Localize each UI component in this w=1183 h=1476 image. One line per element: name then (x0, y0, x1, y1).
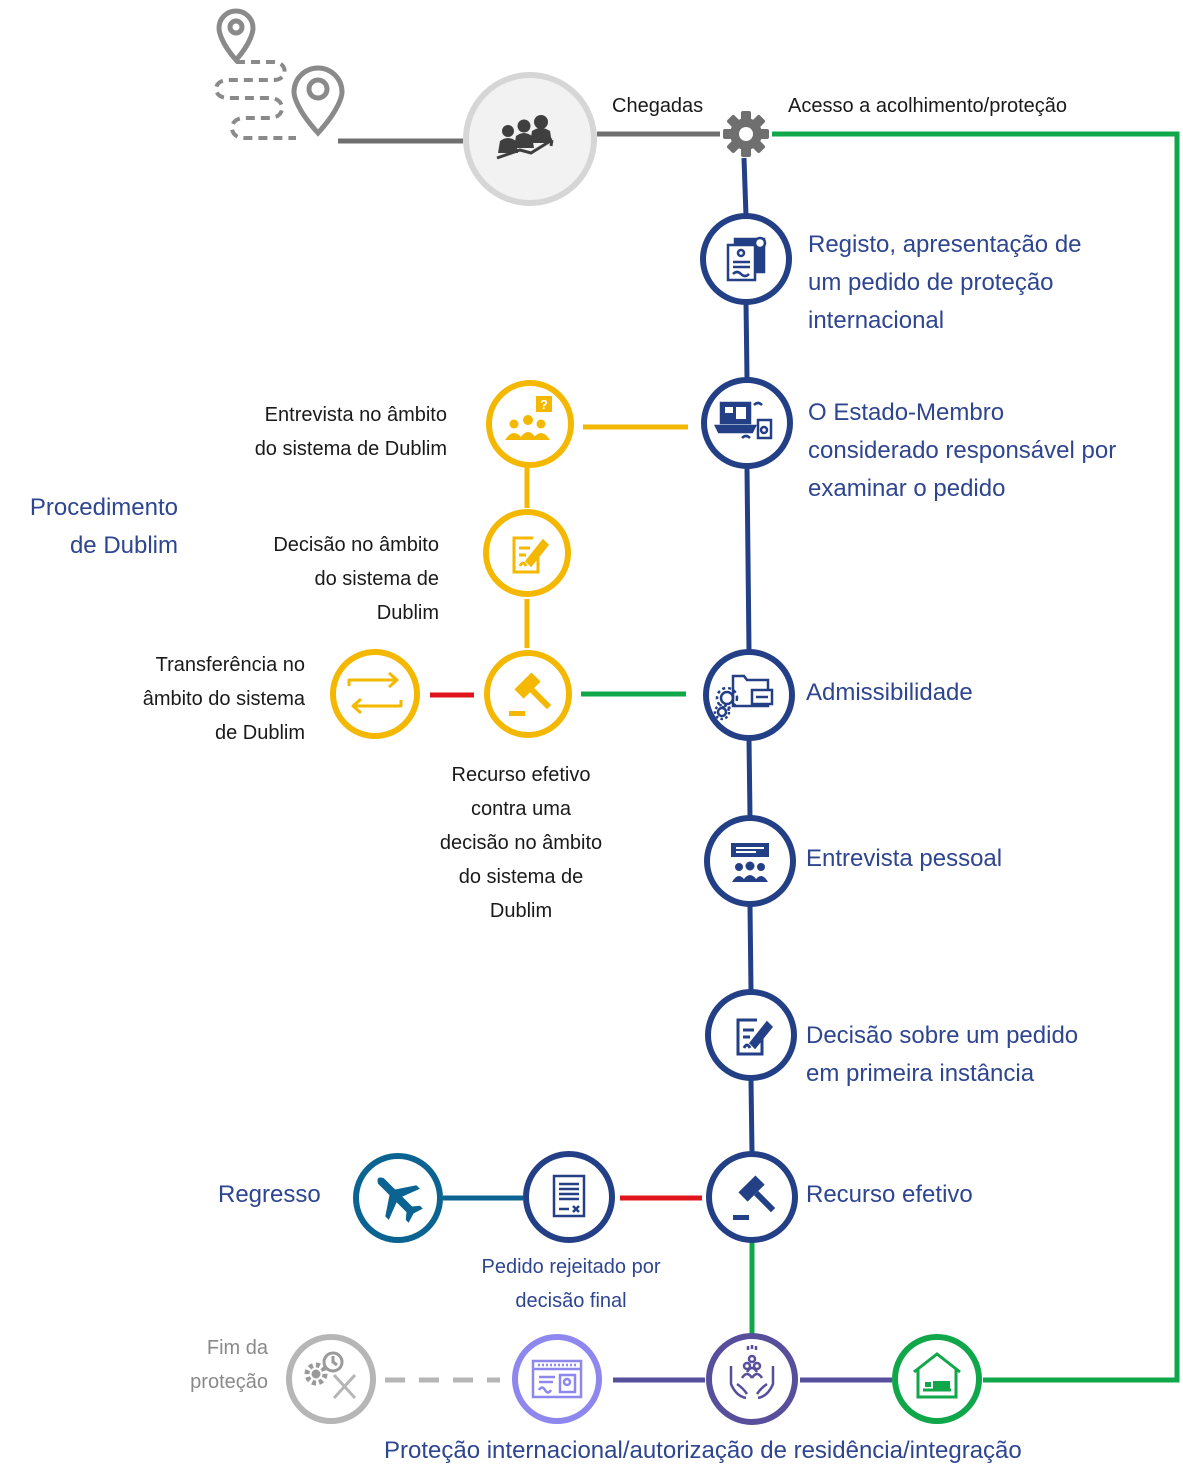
dublin-appeal-node (484, 650, 572, 738)
map-pin-icon (216, 8, 256, 64)
admissibility-label: Admissibilidade (806, 679, 973, 706)
appeal-node (706, 1151, 798, 1243)
hands-people-icon (729, 1345, 775, 1400)
dublin-appeal-label: Recurso efetivo contra uma decisão no âm… (439, 764, 603, 922)
rejected-document-icon (552, 1174, 586, 1218)
gavel-icon (733, 1175, 776, 1220)
end-protection-icon (304, 1351, 357, 1400)
house-bed-icon (913, 1352, 961, 1399)
calendar-id-icon (531, 1359, 583, 1399)
map-pin-icon (291, 65, 345, 137)
transfer-arrows-icon (347, 671, 403, 715)
appeal-label: Recurso efetivo (806, 1181, 973, 1208)
dashed-route-icon (214, 60, 296, 140)
rejected-label: Pedido rejeitado por decisão final (481, 1256, 661, 1312)
gear-icon (723, 111, 769, 157)
end-protection-node (286, 1334, 376, 1424)
end-protection-label: Fim da proteção (190, 1337, 268, 1393)
reception-access-label: Acesso a acolhimento/proteção (788, 95, 1068, 117)
connector-lines (338, 131, 1180, 1383)
interview-group-icon (731, 843, 769, 882)
dublin-transfer-label: Transferência no âmbito do sistema de Du… (142, 654, 305, 744)
edit-document-icon (736, 1018, 774, 1056)
edit-document-icon (512, 536, 550, 574)
registration-label: Registo, apresentação de um pedido de pr… (808, 231, 1082, 334)
return-node (353, 1153, 443, 1243)
dublin-procedure-title: Procedimento de Dublim (29, 494, 178, 559)
rejected-node (523, 1151, 615, 1243)
folder-gears-icon (713, 674, 774, 721)
protection-integration-label: Proteção internacional/autorização de re… (384, 1437, 1022, 1464)
gavel-icon (509, 672, 552, 716)
dublin-decision-label: Decisão no âmbito do sistema de Dublim (273, 534, 439, 624)
personal-interview-node (704, 815, 796, 907)
arrivals-hub-node (463, 72, 597, 206)
reception-access-green-line (772, 131, 1180, 1383)
first-instance-label: Decisão sobre um pedido em primeira inst… (806, 1022, 1079, 1087)
responsible-state-node (701, 377, 793, 469)
question-group-icon: ? (505, 396, 552, 440)
dublin-interview-label: Entrevista no âmbito do sistema de Dubli… (254, 404, 447, 460)
responsible-state-label: O Estado-Membro considerado responsável … (808, 399, 1117, 502)
return-label: Regresso (218, 1181, 321, 1208)
svg-text:?: ? (540, 397, 548, 412)
group-growth-icon (496, 115, 554, 160)
main-flow-line (741, 157, 749, 217)
dublin-decision-node (483, 509, 571, 597)
admissibility-node (703, 649, 795, 741)
personal-interview-label: Entrevista pessoal (806, 845, 1003, 872)
dublin-interview-node: ? (486, 380, 574, 468)
arrivals-label: Chegadas (612, 95, 704, 117)
residence-permit-node (512, 1334, 602, 1424)
first-instance-decision-node (705, 989, 797, 1081)
registration-node (700, 213, 792, 305)
documents-icon (726, 236, 767, 282)
dublin-transfer-node (330, 649, 420, 739)
computer-screen-icon (713, 401, 773, 440)
integration-node (706, 1333, 798, 1425)
airplane-icon (377, 1177, 423, 1223)
housing-node (892, 1334, 982, 1424)
